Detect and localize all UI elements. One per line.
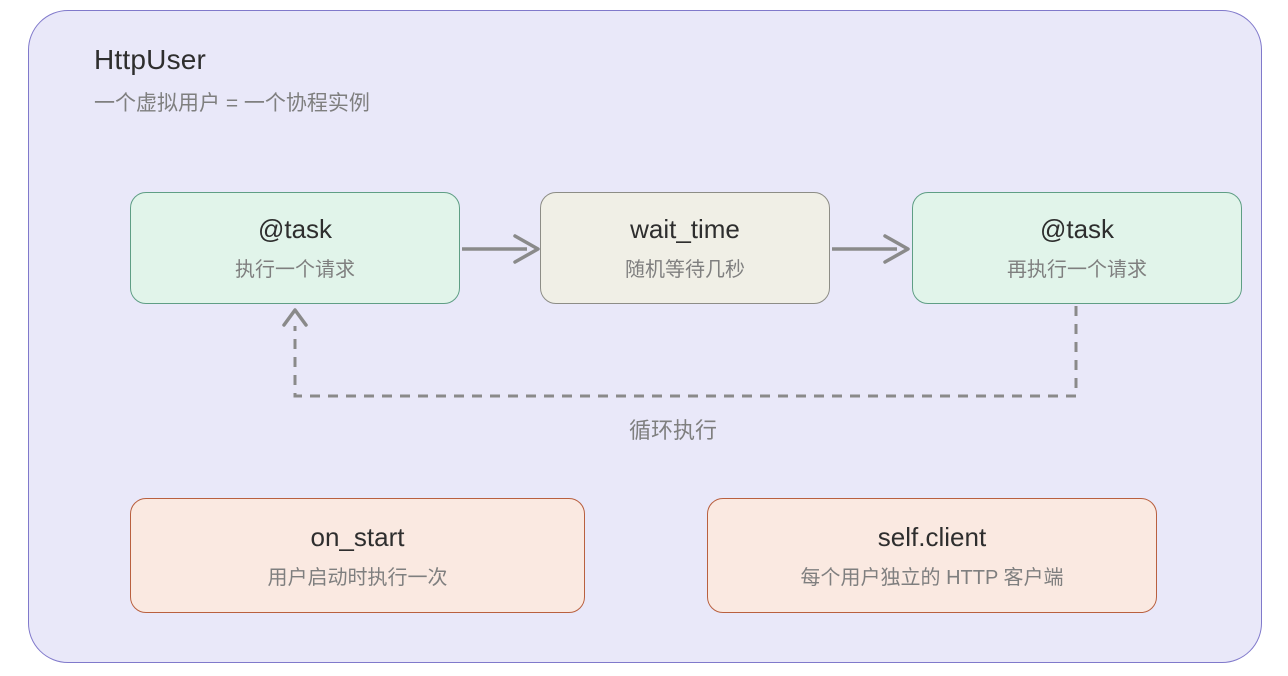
node-task-2-subtitle: 再执行一个请求 <box>1007 259 1147 281</box>
node-task-2: @task 再执行一个请求 <box>912 192 1242 304</box>
node-on-start-title: on_start <box>310 521 405 552</box>
node-wait-time: wait_time 随机等待几秒 <box>540 192 830 304</box>
node-task-1-subtitle: 执行一个请求 <box>235 259 355 281</box>
node-self-client-subtitle: 每个用户独立的 HTTP 客户端 <box>800 566 1064 589</box>
node-task-2-title: @task <box>1039 214 1115 244</box>
diagram-subtitle: 一个虚拟用户 = 一个协程实例 <box>94 91 370 115</box>
node-on-start: on_start 用户启动时执行一次 <box>130 498 585 613</box>
node-wait-time-subtitle: 随机等待几秒 <box>625 259 745 281</box>
node-task-1: @task 执行一个请求 <box>130 192 460 304</box>
node-self-client: self.client 每个用户独立的 HTTP 客户端 <box>707 498 1157 613</box>
loop-label: 循环执行 <box>628 418 717 443</box>
diagram-title: HttpUser <box>94 44 207 75</box>
diagram-header: HttpUser 一个虚拟用户 = 一个协程实例 <box>94 44 370 117</box>
node-self-client-title: self.client <box>877 521 987 552</box>
node-on-start-subtitle: 用户启动时执行一次 <box>267 566 448 589</box>
node-task-1-title: @task <box>257 214 333 244</box>
node-wait-time-title: wait_time <box>630 214 740 244</box>
